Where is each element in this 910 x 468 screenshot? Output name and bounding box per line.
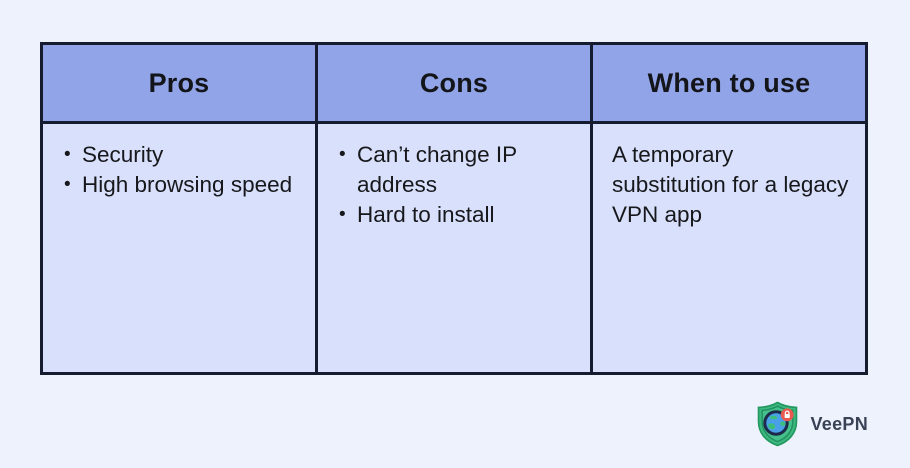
shield-globe-lock-icon xyxy=(756,401,799,447)
list-item: High browsing speed xyxy=(62,170,299,200)
brand-footer: VeePN xyxy=(756,401,868,447)
comparison-table: Pros Cons When to use Security High brow… xyxy=(40,42,868,375)
header-label-pros: Pros xyxy=(148,67,210,98)
table-header-row: Pros Cons When to use xyxy=(43,45,865,124)
list-item: Hard to install xyxy=(337,200,574,230)
table-body-row: Security High browsing speed Can’t chang… xyxy=(43,124,865,372)
header-label-when-to-use: When to use xyxy=(647,67,811,98)
header-label-cons: Cons xyxy=(419,67,489,98)
list-item: Security xyxy=(62,140,299,170)
body-cell-pros: Security High browsing speed xyxy=(43,124,318,372)
header-cell-cons: Cons xyxy=(318,45,593,124)
body-cell-cons: Can’t change IP address Hard to install xyxy=(318,124,593,372)
cons-list: Can’t change IP address Hard to install xyxy=(337,140,574,230)
list-item: Can’t change IP address xyxy=(337,140,574,200)
pros-list: Security High browsing speed xyxy=(62,140,299,200)
header-cell-when-to-use: When to use xyxy=(593,45,865,124)
when-to-use-text: A temporary substitution for a legacy VP… xyxy=(612,142,849,227)
body-cell-when-to-use: A temporary substitution for a legacy VP… xyxy=(593,124,865,372)
header-cell-pros: Pros xyxy=(43,45,318,124)
brand-name: VeePN xyxy=(810,413,868,434)
